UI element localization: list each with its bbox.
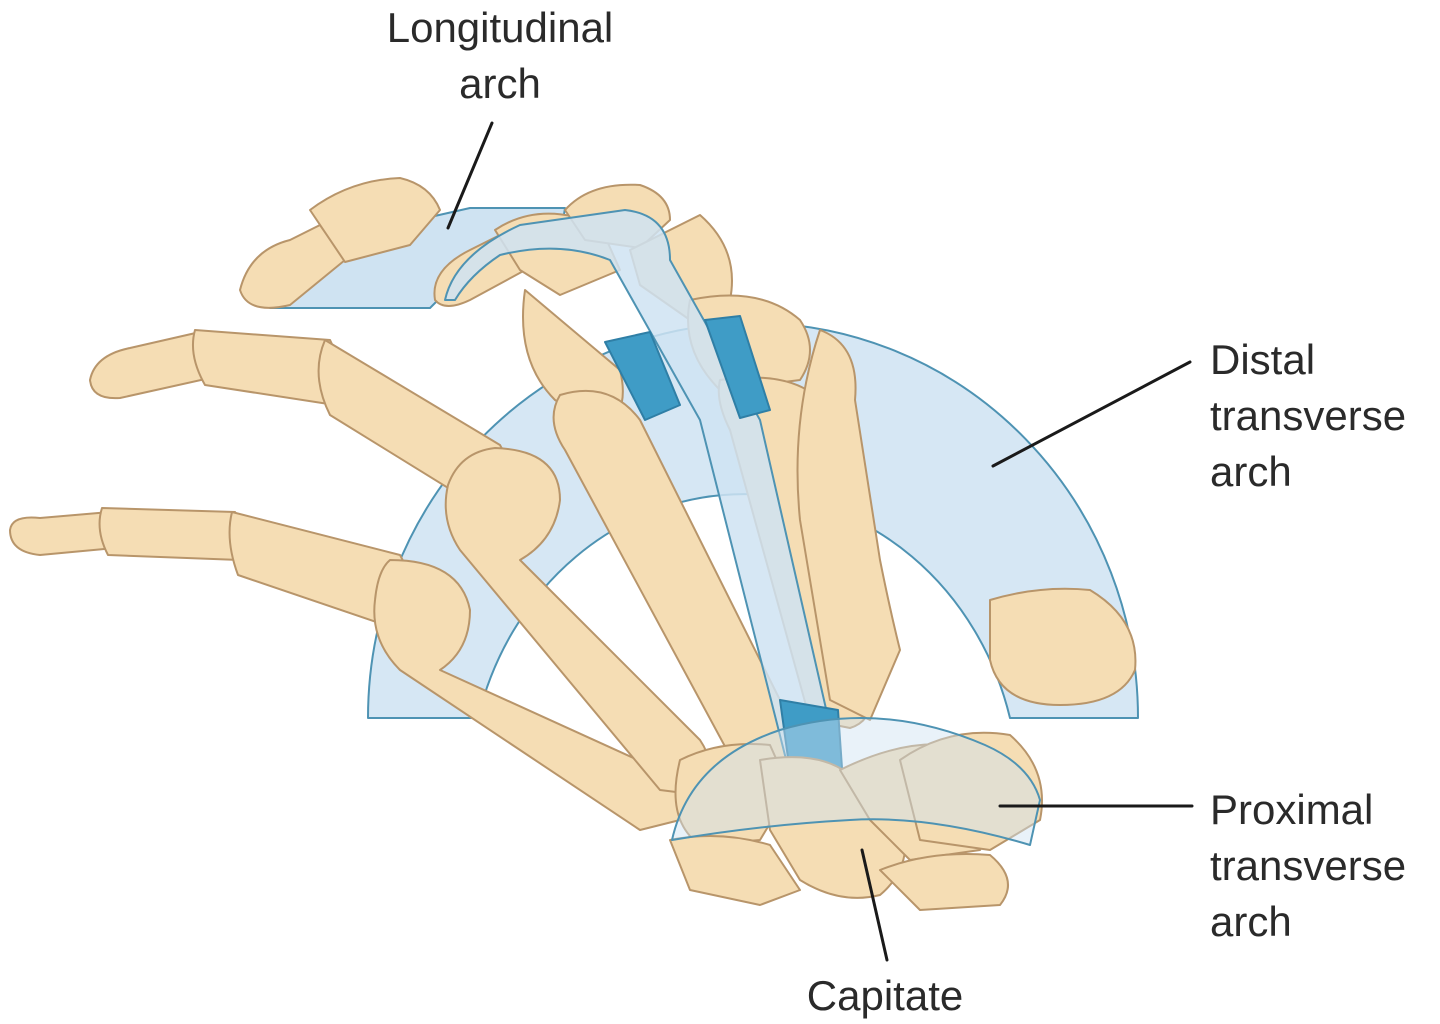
ring-finger-bones <box>89 329 711 796</box>
longitudinal-arch-label-line-2: arch <box>459 60 541 107</box>
capitate-label: Capitate <box>770 968 1000 1024</box>
distal-arch-dark-segment-2 <box>704 315 771 419</box>
longitudinal-arch-label: Longitudinal arch <box>340 0 660 112</box>
longitudinal-arch-label-line-1: Longitudinal <box>386 4 614 51</box>
distal-transverse-arch-label: Distal transverse arch <box>1210 332 1406 500</box>
carpal-bones <box>669 731 1043 911</box>
proximal-arch-label-line-2: transverse <box>1210 842 1407 889</box>
leader-capitate <box>860 848 889 962</box>
little-finger-bones <box>9 507 684 831</box>
capitate-label-line-1: Capitate <box>806 972 964 1019</box>
proximal-transverse-arch-label: Proximal transverse arch <box>1210 782 1406 950</box>
leader-longitudinal <box>446 121 494 230</box>
proximal-transverse-arch-band <box>671 717 1041 846</box>
thumb-bones <box>239 177 1137 721</box>
distal-arch-label-line-3: arch <box>1210 448 1292 495</box>
distal-arch-label-line-2: transverse <box>1210 392 1407 439</box>
distal-arch-dark-segment-1 <box>604 331 681 421</box>
leader-lines <box>446 121 1194 962</box>
distal-arch-label-line-1: Distal <box>1210 336 1316 383</box>
proximal-arch-label-line-3: arch <box>1210 898 1292 945</box>
proximal-arch-label-line-1: Proximal <box>1210 786 1374 833</box>
leader-distal <box>991 360 1192 468</box>
